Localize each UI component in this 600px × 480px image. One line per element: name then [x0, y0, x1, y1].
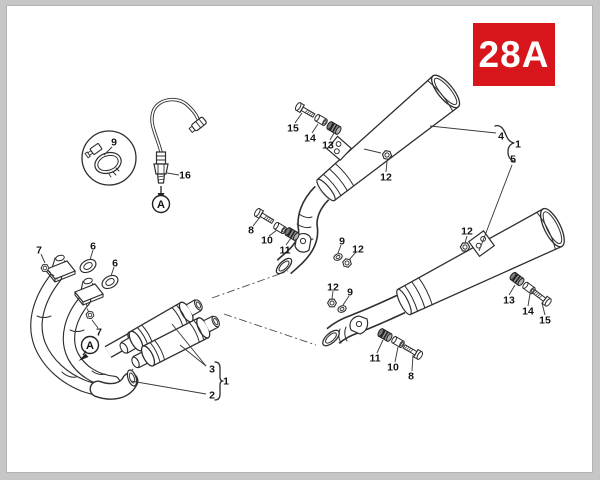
callout-label: 12 — [461, 226, 473, 238]
callout-label: 8 — [248, 225, 254, 237]
gasket-6 — [79, 258, 119, 290]
callout-label: 6 — [112, 258, 118, 270]
silencer-bracket — [326, 135, 353, 161]
callout-label: 9 — [111, 137, 117, 149]
callout-label: 1 — [223, 376, 229, 388]
header-pipes-assembly — [30, 254, 139, 400]
callout-label: 12 — [327, 282, 339, 294]
drawing-number: 28A — [478, 33, 550, 75]
clamp-band — [94, 151, 122, 175]
leader-lines — [40, 112, 546, 395]
muffler-lower — [131, 315, 220, 369]
brace-group-right — [494, 124, 516, 163]
upper-silencer-assembly — [275, 74, 461, 275]
bush-11 — [376, 327, 394, 343]
nut-7 — [84, 310, 96, 320]
sensor-hex — [153, 163, 169, 175]
callout-label: 11 — [279, 245, 290, 257]
muffler-upper — [119, 299, 203, 354]
callout-label: 11 — [369, 353, 380, 365]
callout-label: 13 — [322, 140, 334, 152]
callout-label: 9 — [339, 236, 345, 248]
nut-12 — [341, 257, 353, 269]
lower-silencer-assembly — [322, 207, 565, 347]
callout-label: 12 — [380, 172, 392, 184]
arrow-down-left-icon — [78, 353, 89, 361]
washer-9 — [332, 251, 344, 263]
ref-marker-letter: A — [86, 340, 94, 352]
callout-label: 5 — [510, 154, 516, 166]
callout-label: 14 — [522, 306, 534, 318]
callout-label: 10 — [261, 235, 273, 247]
callout-label: 15 — [287, 123, 299, 135]
ref-marker-circle — [151, 194, 171, 214]
callout-label: 12 — [352, 244, 364, 256]
callout-label: 6 — [90, 241, 96, 253]
callout-label: 4 — [498, 131, 504, 143]
callout-label: 10 — [387, 362, 399, 374]
nut-12 — [327, 298, 337, 308]
callout-label: 8 — [408, 371, 414, 383]
ref-marker-letter: A — [157, 199, 165, 211]
callout-label: 14 — [304, 133, 316, 145]
callout-label: 15 — [539, 315, 551, 327]
bolt-15 — [293, 100, 317, 121]
callout-label: 3 — [209, 364, 215, 376]
spacer-14 — [313, 113, 329, 127]
spacer-10 — [390, 335, 406, 349]
ref-markers: AA — [80, 194, 171, 355]
bolt-8 — [252, 206, 276, 227]
nut-12 — [459, 242, 471, 252]
callout-label: 7 — [36, 245, 42, 257]
oxygen-sensor — [150, 97, 207, 200]
callout-label: 7 — [96, 327, 102, 339]
callout-label: 16 — [179, 170, 191, 182]
drawing-number-badge: 28A — [473, 23, 555, 86]
ref-marker-circle — [80, 335, 100, 355]
callout-label: 13 — [503, 295, 515, 307]
callout-label: 9 — [347, 287, 353, 299]
callout-label: 1 — [515, 139, 521, 151]
clamp-screw — [89, 143, 103, 155]
clamp-detail-circle — [81, 130, 137, 186]
washer-9 — [336, 303, 348, 315]
bolt-15 — [530, 287, 554, 308]
bush-13 — [325, 120, 343, 136]
brace-group-1 — [214, 361, 224, 401]
nut-7 — [40, 264, 50, 272]
ref-marker-arrows — [78, 350, 89, 361]
bush-13 — [508, 270, 526, 288]
callout-label: 2 — [209, 390, 215, 402]
